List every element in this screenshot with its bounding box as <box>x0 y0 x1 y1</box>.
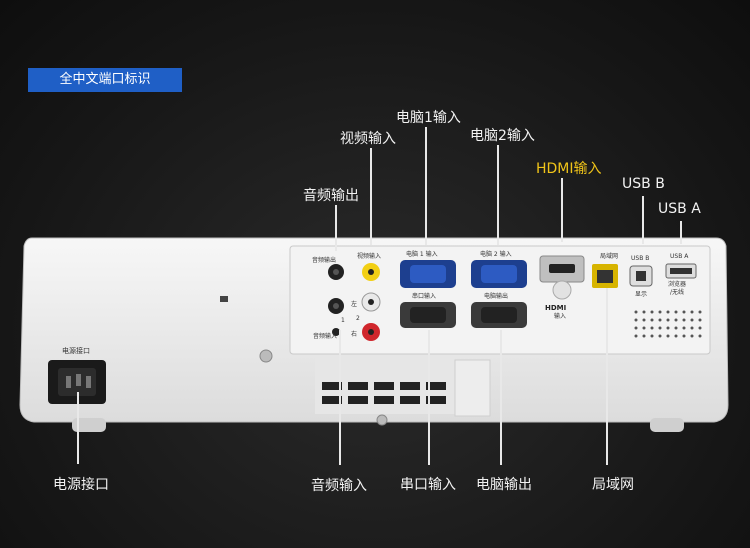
svg-text:浏览器: 浏览器 <box>668 280 686 288</box>
svg-text:HDMI: HDMI <box>545 304 566 312</box>
svg-text:电脑输出: 电脑输出 <box>484 292 508 300</box>
svg-text:音频输出: 音频输出 <box>312 256 336 264</box>
serial-port <box>400 302 456 328</box>
svg-text:音频输入: 音频输入 <box>313 332 337 340</box>
svg-text:显示: 显示 <box>635 291 647 298</box>
callout-line-power <box>77 392 79 464</box>
label-serial-in: 串口输入 <box>400 477 456 493</box>
left-foot <box>72 418 106 432</box>
screw-icon <box>259 349 273 363</box>
callout-line-usb-b <box>642 196 644 244</box>
svg-text:电源接口: 电源接口 <box>62 346 90 355</box>
svg-text:USB A: USB A <box>670 253 689 260</box>
svg-text:串口输入: 串口输入 <box>412 292 436 300</box>
label-usb-a: USB A <box>658 201 701 217</box>
svg-text:2: 2 <box>356 315 360 322</box>
callout-line-video-in <box>370 148 372 245</box>
callout-line-lan <box>606 288 608 465</box>
svg-text:/无线: /无线 <box>670 288 684 296</box>
section-badge: 全中文端口标识 <box>28 68 182 92</box>
callout-line-audio-out <box>335 205 337 251</box>
pc2-vga-port <box>471 260 527 288</box>
svg-text:电脑 1 输入: 电脑 1 输入 <box>406 250 438 258</box>
pc1-vga-port <box>400 260 456 288</box>
label-pc-out: 电脑输出 <box>476 477 532 493</box>
callout-line-pc-out <box>500 330 502 465</box>
callout-line-audio-in <box>339 330 341 465</box>
svg-text:电脑 2 输入: 电脑 2 输入 <box>480 250 512 258</box>
label-video-in: 视频输入 <box>340 131 396 147</box>
screw-icon <box>376 414 388 426</box>
svg-text:右: 右 <box>351 330 357 338</box>
label-audio-out: 音频输出 <box>303 188 359 204</box>
callout-line-pc2 <box>497 145 499 245</box>
label-lan: 局域网 <box>592 477 634 493</box>
svg-text:输入: 输入 <box>554 312 566 320</box>
label-pc1-in: 电脑1输入 <box>396 110 461 126</box>
label-usb-b: USB B <box>622 176 665 192</box>
svg-text:左: 左 <box>351 300 357 308</box>
callout-line-usb-a <box>680 221 682 244</box>
label-hdmi-in: HDMI输入 <box>536 161 602 177</box>
svg-text:USB B: USB B <box>631 255 649 262</box>
svg-text:1: 1 <box>341 317 345 324</box>
label-pc2-in: 电脑2输入 <box>470 128 535 144</box>
svg-text:视频输入: 视频输入 <box>357 252 381 260</box>
pc-out-vga-port <box>471 302 527 328</box>
label-audio-in: 音频输入 <box>311 478 367 494</box>
svg-text:局域网: 局域网 <box>600 252 618 260</box>
callout-line-serial <box>428 330 430 465</box>
callout-line-pc1 <box>425 127 427 245</box>
callout-line-hdmi <box>561 178 563 242</box>
label-power: 电源接口 <box>53 477 109 493</box>
right-foot <box>650 418 684 432</box>
